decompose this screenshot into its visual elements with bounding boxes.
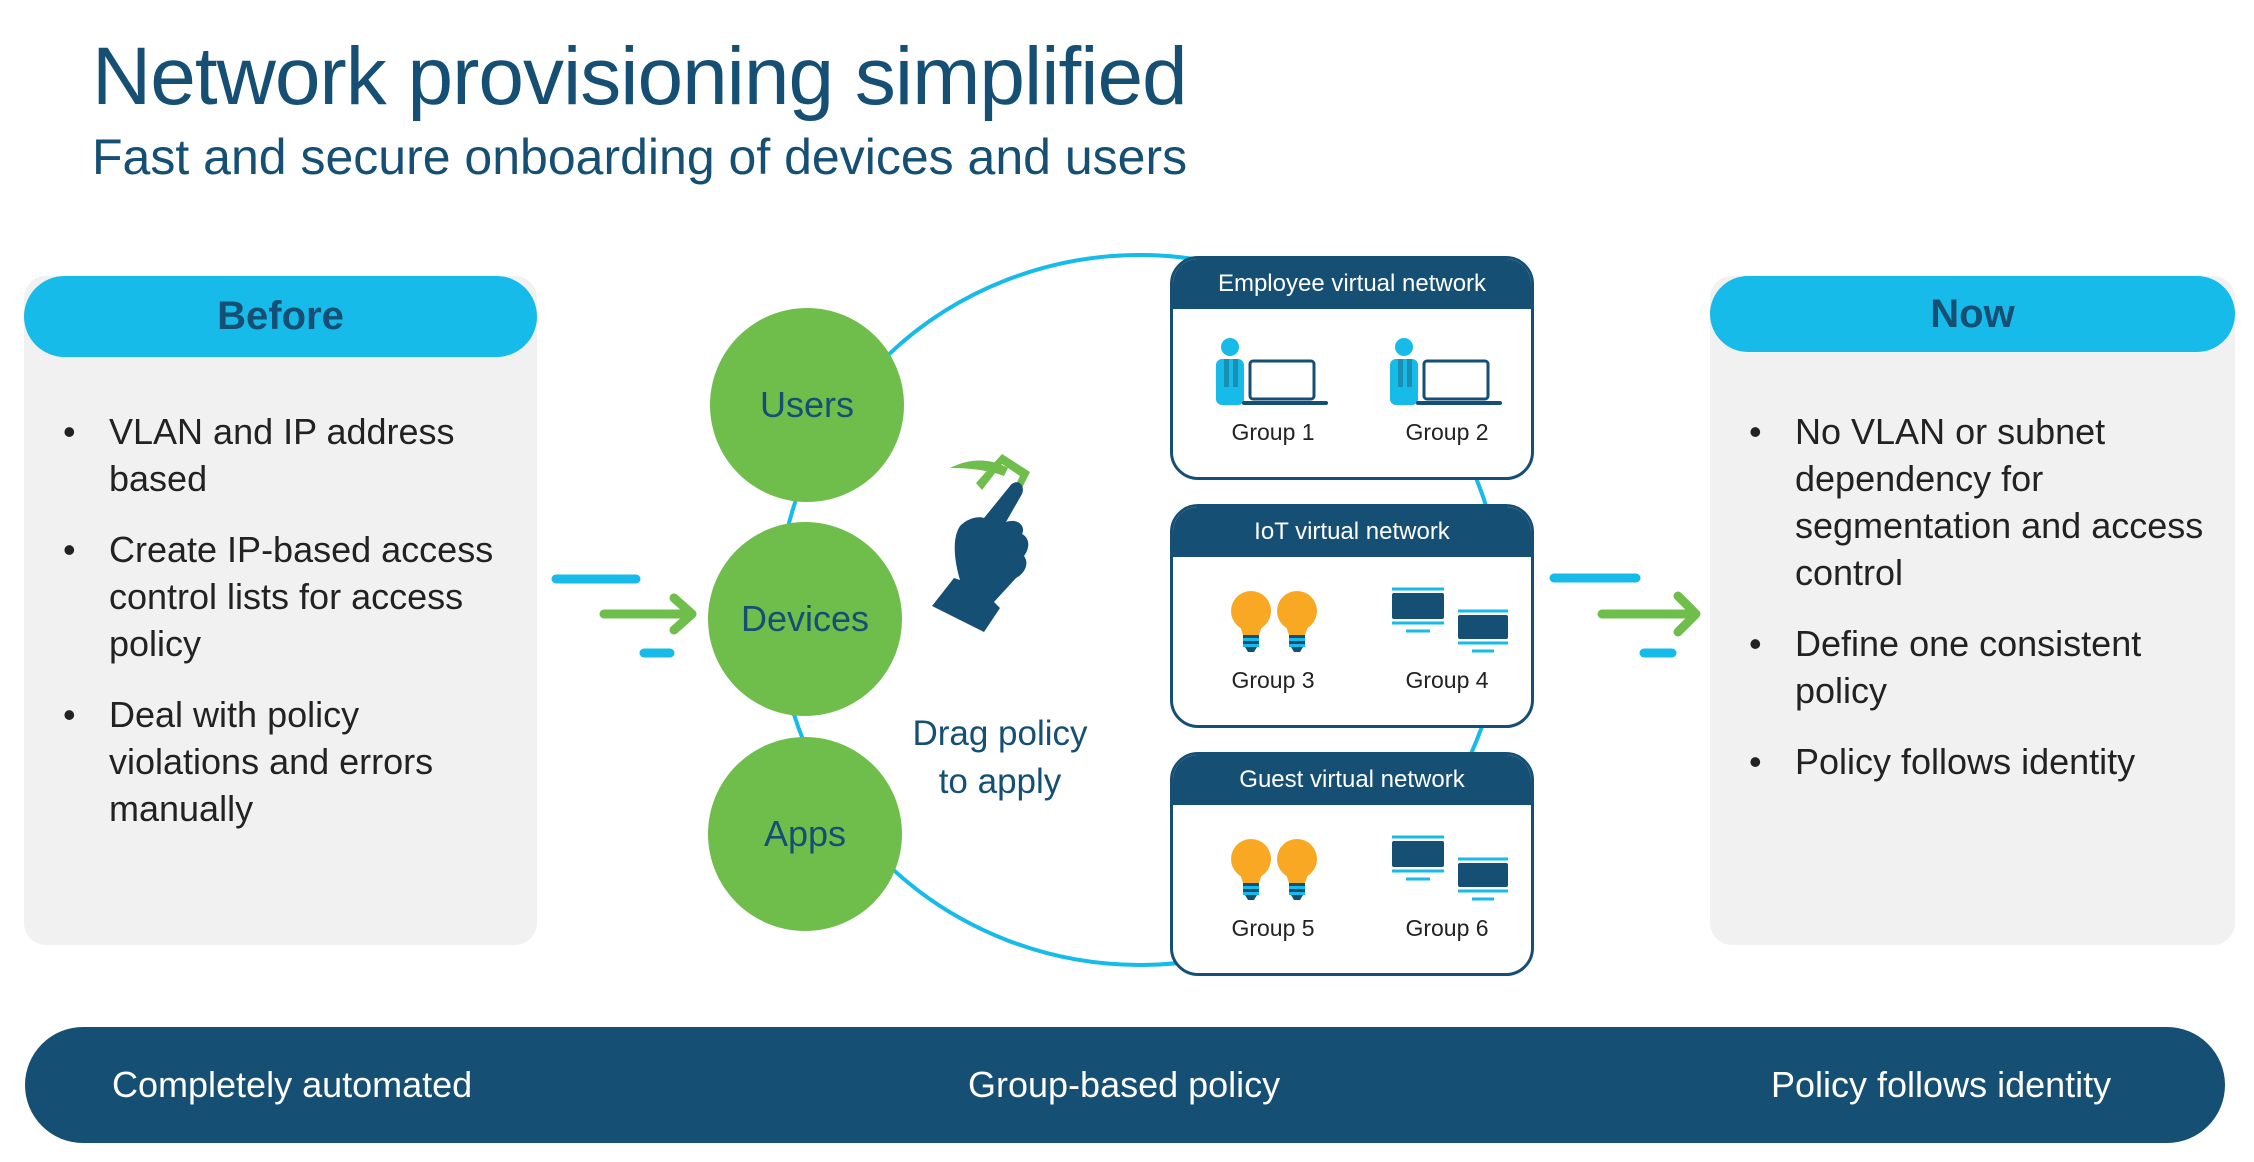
lightbulbs-icon <box>1231 591 1317 652</box>
group-item[interactable]: Group 3 <box>1193 585 1353 693</box>
user-laptop-icon <box>1390 338 1502 405</box>
policy-circle-label: Users <box>759 384 854 425</box>
monitors-icon <box>1392 835 1508 901</box>
page-subtitle: Fast and secure onboarding of devices an… <box>92 129 1188 185</box>
before-bullet: VLAN and IP address based <box>63 408 503 502</box>
hand-drag-icon <box>932 454 1030 632</box>
policy-circle-devices[interactable]: Devices <box>708 522 902 716</box>
drag-hint-line2: to apply <box>938 762 1062 801</box>
group-item[interactable]: Group 5 <box>1193 833 1353 941</box>
before-bullet: Create IP-based access control lists for… <box>63 526 503 667</box>
group-label: Group 1 <box>1231 419 1315 445</box>
policy-circle-label: Devices <box>740 598 870 639</box>
before-panel: Before VLAN and IP address based Create … <box>24 276 537 945</box>
lightbulbs-icon <box>1231 839 1317 900</box>
group-item[interactable]: Group 4 <box>1367 585 1527 693</box>
flow-arrow-icon-right <box>1549 573 1701 658</box>
now-bullet: Define one consistent policy <box>1749 620 2219 714</box>
group-label: Group 4 <box>1405 667 1489 693</box>
drag-policy-hint: Drag policy to apply <box>900 710 1100 806</box>
policy-circle-label: Apps <box>763 813 847 854</box>
group-label: Group 5 <box>1231 915 1315 941</box>
now-heading: Now <box>1710 276 2235 352</box>
group-item[interactable]: Group 6 <box>1367 833 1527 941</box>
now-panel: Now No VLAN or subnet dependency for seg… <box>1710 276 2235 945</box>
benefit-automated: Completely automated <box>112 1064 473 1105</box>
policy-circle-users[interactable]: Users <box>710 308 904 502</box>
group-item[interactable]: Group 2 <box>1367 337 1527 445</box>
group-item[interactable]: Group 1 <box>1193 337 1353 445</box>
vn-card-title: Guest virtual network <box>1173 755 1531 805</box>
page-title: Network provisioning simplified <box>92 31 1188 122</box>
benefits-bar: Completely automated Group-based policy … <box>25 1027 2225 1143</box>
policy-circle-apps[interactable]: Apps <box>708 737 902 931</box>
user-laptop-icon <box>1216 338 1328 405</box>
before-bullet: Deal with policy violations and errors m… <box>63 691 503 832</box>
now-bullet: Policy follows identity <box>1749 738 2219 785</box>
vn-card-iot[interactable]: IoT virtual network Group 3 <box>1170 504 1534 728</box>
vn-card-title: Employee virtual network <box>1173 259 1531 309</box>
monitors-icon <box>1392 587 1508 653</box>
group-label: Group 3 <box>1231 667 1315 693</box>
before-heading: Before <box>24 276 537 357</box>
flow-arrow-icon-left <box>551 574 697 658</box>
group-label: Group 2 <box>1405 419 1489 445</box>
benefit-group-policy: Group-based policy <box>968 1064 1281 1105</box>
now-bullet: No VLAN or subnet dependency for segment… <box>1749 408 2219 596</box>
vn-card-employee[interactable]: Employee virtual network Group 1 Group 2 <box>1170 256 1534 480</box>
group-label: Group 6 <box>1405 915 1489 941</box>
benefit-identity: Policy follows identity <box>1771 1064 2112 1105</box>
vn-card-guest[interactable]: Guest virtual network Group 5 <box>1170 752 1534 976</box>
now-bullet-list: No VLAN or subnet dependency for segment… <box>1749 408 2219 809</box>
drag-hint-line1: Drag policy <box>912 714 1088 753</box>
before-bullet-list: VLAN and IP address based Create IP-base… <box>63 408 503 856</box>
vn-card-title: IoT virtual network <box>1173 507 1531 557</box>
